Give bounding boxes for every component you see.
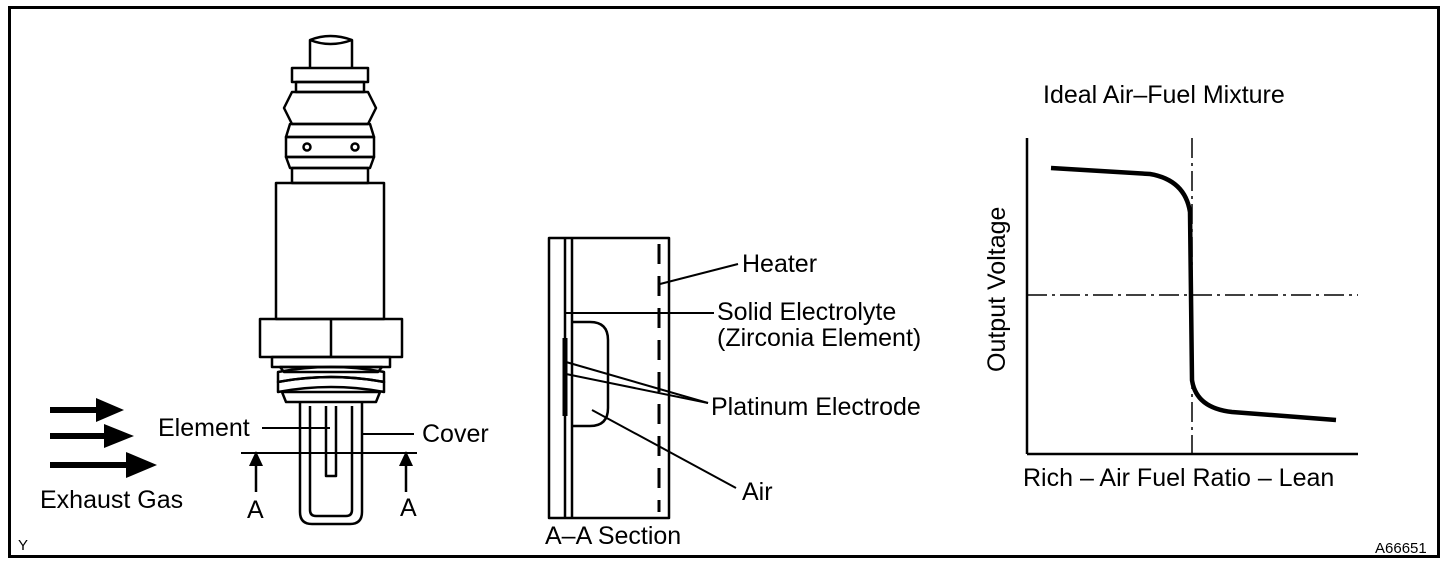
exhaust-gas-arrows [50,407,130,468]
section-mark-right: A [400,494,417,522]
element-label: Element [158,414,250,442]
air-label: Air [742,478,773,506]
oxygen-sensor-drawing [241,34,417,526]
section-arrowheads [249,451,413,466]
cross-section-drawing [547,236,739,520]
exhaust-gas-label: Exhaust Gas [40,486,183,514]
zirconia-element-label: (Zirconia Element) [717,324,921,352]
section-mark-left: A [247,496,264,524]
corner-letter: Y [18,537,28,554]
figure-frame [8,6,1440,558]
exhaust-arrowheads [96,398,157,478]
graph-y-axis-label: Output Voltage [983,207,1011,372]
graph-x-axis-label: Rich – Air Fuel Ratio – Lean [1023,464,1334,492]
heater-label: Heater [742,250,817,278]
output-graph [1025,138,1358,456]
figure-code: A66651 [1375,540,1427,557]
solid-electrolyte-label: Solid Electrolyte [717,298,896,326]
graph-title: Ideal Air–Fuel Mixture [1043,81,1285,109]
platinum-electrode-label: Platinum Electrode [711,393,921,421]
cover-label: Cover [422,420,489,448]
section-caption: A–A Section [545,522,681,550]
